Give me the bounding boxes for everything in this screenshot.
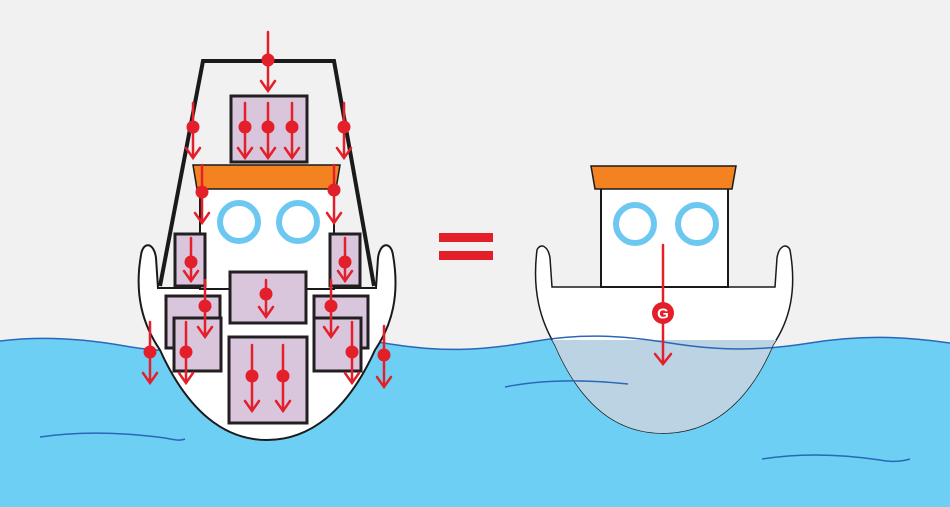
resultant-ship-waterline — [535, 335, 793, 350]
centre-of-gravity-marker: G — [652, 302, 674, 324]
weight-arrow-head — [343, 371, 361, 386]
wave-middle — [504, 380, 629, 388]
weight-arrow-dot — [345, 345, 359, 359]
weight-arrow-dot — [184, 255, 198, 269]
weight-arrow-dot — [238, 120, 252, 134]
weight-arrow-head — [184, 146, 202, 161]
wave-right — [761, 454, 911, 463]
resultant-ship-cabin — [600, 179, 729, 288]
weight-arrow-head — [236, 146, 254, 161]
sea-surface-line — [0, 335, 950, 352]
weight-arrow — [184, 101, 202, 161]
weight-arrow-head — [336, 269, 354, 284]
weight-arrow-head — [274, 399, 292, 414]
weight-arrow-head — [259, 146, 277, 161]
weight-arrow-head — [259, 79, 277, 94]
weight-arrow — [375, 324, 393, 390]
weight-arrow-dot — [327, 183, 341, 197]
weight-arrow-dot — [276, 369, 290, 383]
crate-bottom — [227, 335, 309, 425]
weight-arrow — [259, 101, 277, 161]
weight-arrow — [243, 343, 261, 414]
loaded-ship-porthole-right — [276, 200, 320, 244]
weight-arrow — [257, 278, 275, 320]
weight-arrow — [325, 163, 343, 226]
weight-arrow — [343, 320, 361, 386]
resultant-arrow-head — [653, 352, 673, 367]
weight-arrow — [196, 278, 214, 340]
weight-arrow-dot — [198, 299, 212, 313]
weight-arrow — [177, 320, 195, 386]
weight-arrow-dot — [337, 120, 351, 134]
weight-arrow-dot — [377, 348, 391, 362]
weight-arrow — [322, 278, 340, 340]
weight-arrow — [141, 320, 159, 386]
weight-arrow — [336, 236, 354, 284]
weight-arrow-dot — [261, 53, 275, 67]
weight-arrow-head — [177, 371, 195, 386]
weight-arrow — [274, 343, 292, 414]
weight-arrow — [182, 236, 200, 284]
centre-of-gravity-label: G — [657, 306, 669, 323]
weight-arrow-dot — [245, 369, 259, 383]
weight-arrow-dot — [324, 299, 338, 313]
weight-arrow-head — [283, 146, 301, 161]
weight-arrow-head — [257, 305, 275, 320]
loaded-ship — [137, 30, 397, 442]
weight-arrow — [335, 101, 353, 161]
weight-arrow-dot — [259, 287, 273, 301]
weight-arrow-dot — [179, 345, 193, 359]
weight-arrow — [236, 101, 254, 161]
weight-arrow-head — [322, 325, 340, 340]
equals-bar-top — [439, 233, 493, 242]
weight-arrow-head — [243, 399, 261, 414]
centre-of-gravity-circle — [652, 302, 674, 324]
weight-arrow-dot — [285, 120, 299, 134]
weight-arrow-head — [335, 146, 353, 161]
loaded-ship-roof — [192, 164, 341, 190]
weight-arrow-head — [196, 325, 214, 340]
weight-arrow-dot — [143, 345, 157, 359]
weight-arrow-dot — [195, 185, 209, 199]
resultant-ship-porthole-right — [675, 202, 719, 246]
weight-arrow-head — [193, 211, 211, 226]
weight-arrow-head — [325, 211, 343, 226]
resultant-ship: G — [504, 165, 794, 434]
loaded-ship-porthole-left — [217, 200, 261, 244]
weight-arrow-head — [141, 371, 159, 386]
weight-arrow — [193, 163, 211, 226]
wave-left — [39, 432, 186, 441]
weight-arrow-head — [182, 269, 200, 284]
weight-arrow-dot — [186, 120, 200, 134]
weight-arrow-dot — [338, 255, 352, 269]
equals-sign — [439, 233, 493, 260]
weight-arrow — [283, 101, 301, 161]
weight-force-arrows — [141, 30, 393, 414]
sea — [0, 336, 950, 507]
resultant-ship-roof — [590, 165, 737, 190]
weight-arrow-head — [375, 375, 393, 390]
weight-arrow-dot — [261, 120, 275, 134]
resultant-ship-porthole-left — [613, 202, 657, 246]
equals-bar-bottom — [439, 251, 493, 260]
weight-arrow — [259, 30, 277, 94]
